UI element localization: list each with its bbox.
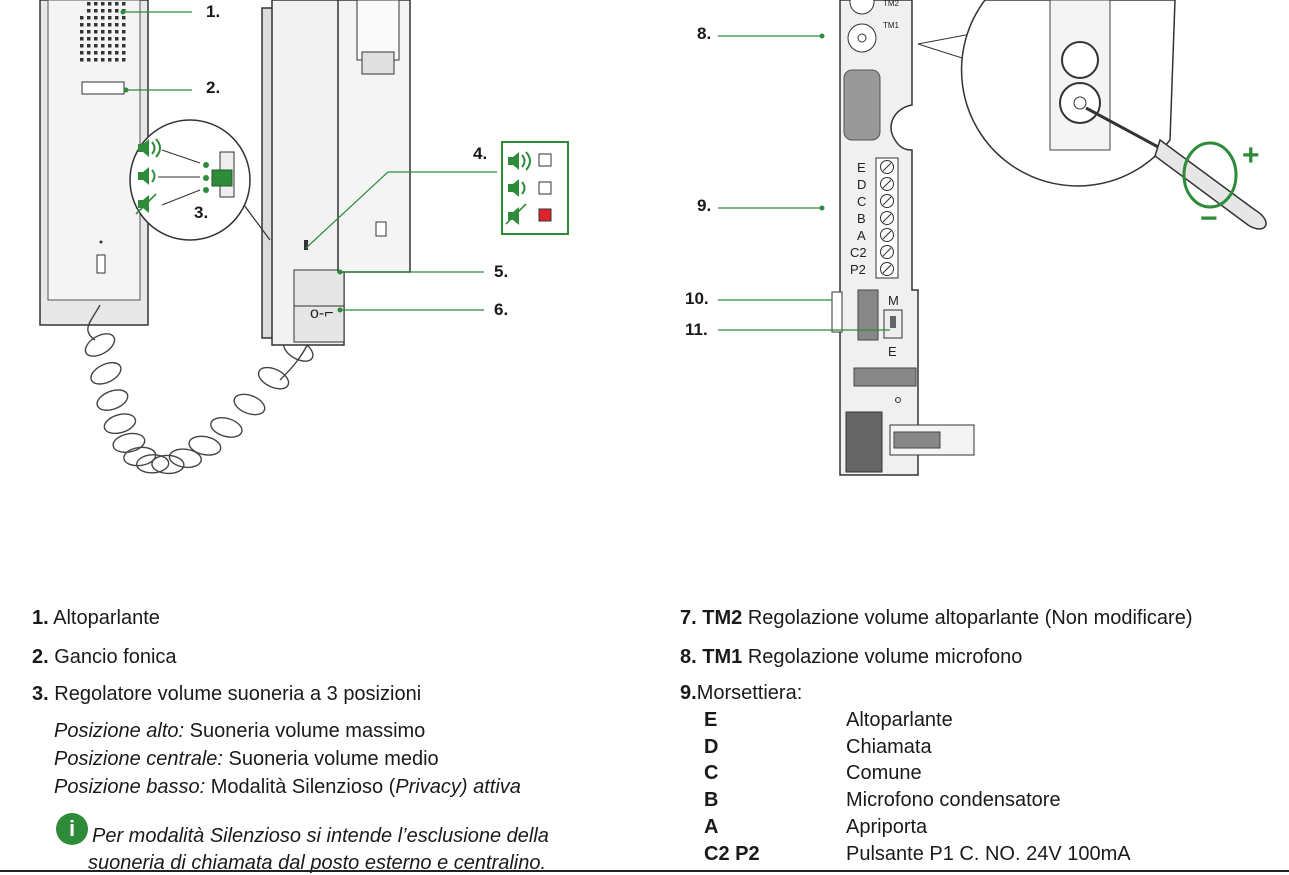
callout-6: 6.: [494, 300, 509, 319]
tm2-trimmer: [849, 0, 875, 15]
trimmer-zoom-circle: + −: [917, 0, 1267, 235]
key-icon: o-⌐: [310, 305, 334, 322]
terminal-label: P2: [850, 262, 866, 277]
position-middle: Posizione centrale: Suoneria volume medi…: [54, 748, 439, 770]
terminal-label: C2: [850, 245, 867, 260]
ringer-status-legend: [501, 141, 569, 235]
callout-3: 3.: [194, 203, 209, 222]
right-leader-lines: [718, 35, 890, 331]
front-door-button: [96, 254, 106, 274]
callout-8: 8.: [697, 24, 712, 43]
left-leader-lines: [123, 11, 497, 311]
wall-bracket: [337, 0, 411, 273]
item-7: 7. TM2 Regolazione volume altoparlante (…: [680, 607, 1193, 629]
hook-slot: [81, 81, 125, 95]
note-line-1: Per modalità Silenzioso si intende l’esc…: [92, 825, 549, 847]
callout-9: 9.: [697, 196, 712, 215]
bottom-rule: [0, 870, 1289, 872]
ringer-switch-indicator: [304, 240, 308, 250]
callout-4: 4.: [473, 144, 488, 163]
volume-high-icon: [138, 138, 161, 158]
ringer-zoom-circle: [129, 119, 271, 241]
info-icon: i: [56, 813, 88, 845]
handset: o-⌐: [261, 0, 345, 346]
item-9: 9.Morsettiera:: [680, 682, 803, 704]
terminal-label: A: [857, 228, 866, 243]
item-3: 3. Regolatore volume suoneria a 3 posizi…: [32, 683, 422, 705]
item-1: 1. Altoparlante: [32, 607, 160, 629]
screwdriver: [1154, 138, 1267, 230]
switch-label-e: E: [888, 344, 897, 359]
minus-icon: −: [1200, 202, 1218, 235]
speaker-grille: [80, 2, 126, 62]
callout-2: 2.: [206, 78, 221, 97]
position-low: Posizione basso: Modalità Silenzioso (Pr…: [54, 776, 521, 798]
rotation-arrow: [1182, 141, 1238, 209]
callout-1: 1.: [206, 2, 221, 21]
terminal-label: C: [857, 194, 866, 209]
tm2-label: TM2: [883, 0, 900, 8]
callout-10: 10.: [685, 289, 709, 308]
terminal-label: E: [857, 160, 866, 175]
item-2: 2. Gancio fonica: [32, 646, 177, 668]
callout-5: 5.: [494, 262, 509, 281]
volume-mute-icon: [135, 193, 157, 215]
product-illustration: o-⌐: [39, 0, 1267, 476]
terminal-label: B: [857, 211, 866, 226]
tm1-label: TM1: [883, 21, 900, 30]
item-8: 8. TM1 Regolazione volume microfono: [680, 646, 1023, 668]
plus-icon: +: [1242, 139, 1260, 172]
intercom-front-body: [39, 0, 149, 326]
note-line-2: suoneria di chiamata dal posto esterno e…: [88, 852, 547, 874]
callout-11: 11.: [685, 320, 708, 339]
volume-medium-icon: [138, 167, 156, 185]
terminal-label: D: [857, 177, 866, 192]
position-high: Posizione alto: Suoneria volume massimo: [54, 720, 426, 742]
switch-label-m: M: [888, 293, 899, 308]
